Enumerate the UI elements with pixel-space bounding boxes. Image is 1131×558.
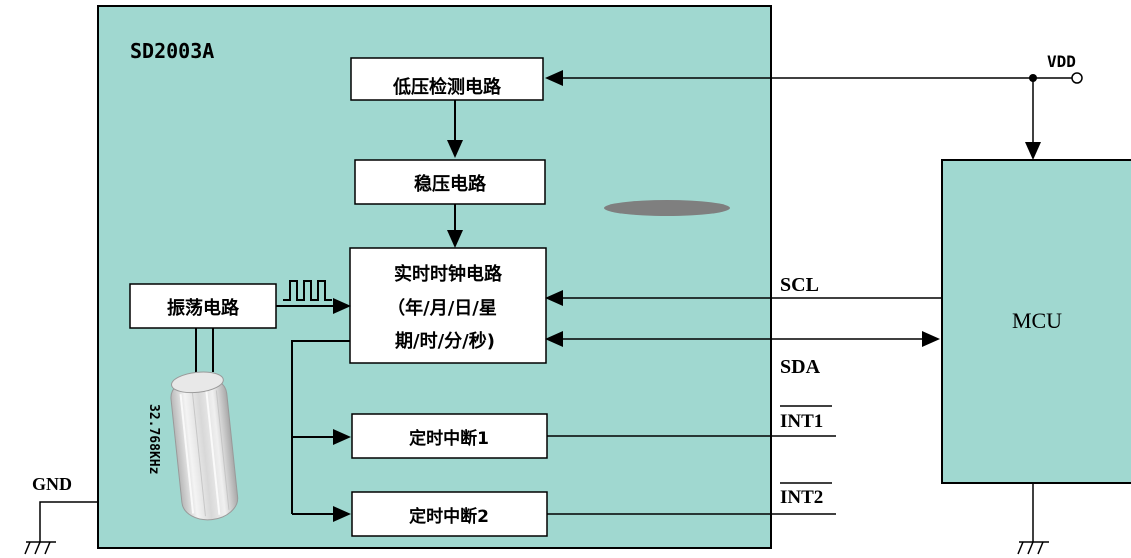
vdd-label: VDD bbox=[1047, 52, 1076, 71]
regulator-label: 稳压电路 bbox=[414, 173, 487, 195]
timer-int1-block bbox=[351, 413, 548, 459]
rtc-label-line2: （年/月/日/星 bbox=[387, 297, 497, 319]
regulator-block bbox=[354, 159, 546, 205]
rtc-block bbox=[349, 247, 547, 364]
arrowhead bbox=[333, 298, 351, 314]
timer-int2-block bbox=[351, 491, 548, 537]
timer-feed-line bbox=[291, 340, 350, 514]
timer-int2-label: 定时中断2 bbox=[409, 506, 489, 527]
ground-hatch bbox=[1037, 541, 1044, 555]
gnd-wire bbox=[39, 501, 98, 542]
arrowhead bbox=[922, 331, 940, 347]
timer-int1-label: 定时中断1 bbox=[409, 428, 489, 449]
mcu-label: MCU bbox=[1012, 308, 1062, 333]
int1-label: INT1 bbox=[780, 411, 823, 432]
arrowhead bbox=[447, 140, 463, 158]
arrowhead bbox=[333, 506, 351, 522]
ground-hatch bbox=[44, 541, 51, 555]
vdd-terminal bbox=[1071, 72, 1083, 84]
chip-label: SD2003A bbox=[130, 39, 214, 63]
rtc-label-line3: 期/时/分/秒) bbox=[395, 330, 495, 352]
arrowhead bbox=[447, 230, 463, 248]
arrowhead bbox=[545, 331, 563, 347]
scl-label: SCL bbox=[780, 274, 819, 296]
ground-hatch bbox=[1027, 541, 1034, 555]
low-voltage-detect-label: 低压检测电路 bbox=[392, 76, 502, 98]
ground-hatch bbox=[1017, 541, 1024, 555]
crystal-icon bbox=[170, 371, 239, 521]
gray-ellipse bbox=[604, 200, 730, 216]
crystal-frequency-label: 32.768KHz bbox=[146, 404, 161, 474]
ground-hatch bbox=[34, 541, 41, 555]
ground-hatch bbox=[24, 541, 31, 555]
sda-label: SDA bbox=[780, 356, 821, 378]
arrowhead bbox=[1025, 142, 1041, 160]
gnd-label: GND bbox=[32, 474, 72, 494]
low-voltage-detect-block bbox=[350, 57, 544, 101]
square-wave-icon bbox=[283, 280, 332, 301]
arrowhead bbox=[545, 290, 563, 306]
oscillator-label: 振荡电路 bbox=[167, 297, 240, 319]
int2-label: INT2 bbox=[780, 487, 823, 508]
arrowhead bbox=[333, 429, 351, 445]
mcu-block bbox=[941, 159, 1131, 484]
rtc-label-line1: 实时时钟电路 bbox=[394, 263, 503, 285]
arrowhead bbox=[545, 70, 563, 86]
